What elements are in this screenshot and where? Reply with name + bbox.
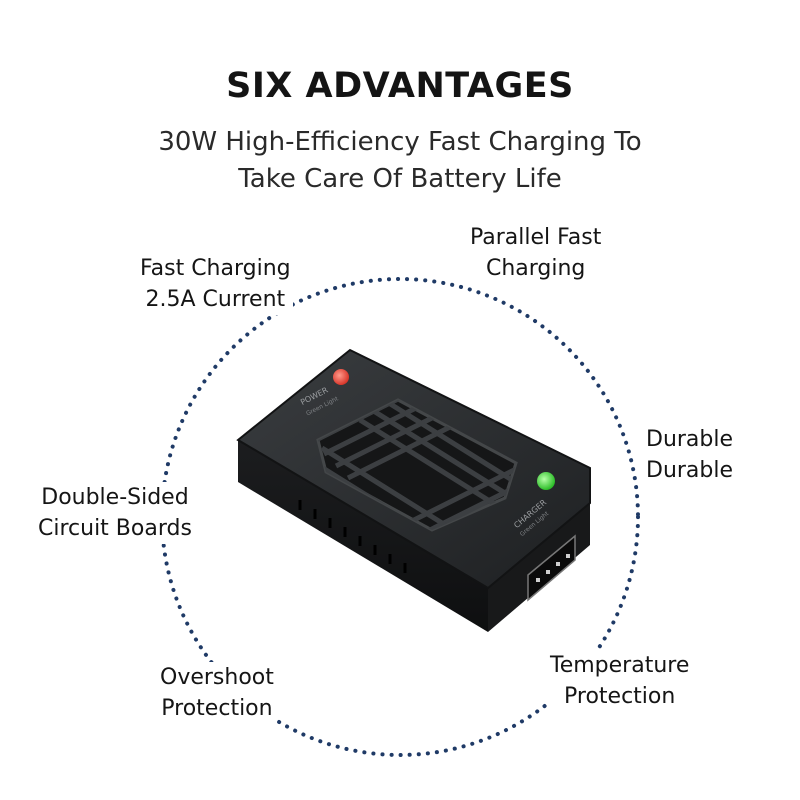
feature-double-sided-boards: Double-Sided Circuit Boards (36, 482, 194, 544)
feature-line: Durable (646, 427, 734, 452)
charger-led (537, 472, 555, 490)
feature-line: Circuit Boards (38, 516, 192, 541)
feature-parallel-charging: Parallel Fast Charging (468, 222, 604, 284)
feature-line: Protection (564, 684, 676, 709)
feature-line: Durable (646, 458, 734, 483)
page-title: SIX ADVANTAGES (226, 66, 574, 106)
feature-line: Overshoot (160, 665, 274, 690)
feature-line: 2.5A Current (145, 287, 286, 312)
feature-line: Double-Sided (41, 485, 189, 510)
subtitle-line-2: Take Care Of Battery Life (238, 164, 562, 194)
feature-line: Fast Charging (140, 256, 291, 281)
feature-durable: Durable Durable (644, 424, 736, 486)
feature-overshoot-protection: Overshoot Protection (158, 662, 276, 724)
feature-line: Charging (485, 256, 586, 281)
power-led (333, 369, 349, 385)
feature-fast-charging: Fast Charging 2.5A Current (138, 253, 293, 315)
port-pins (536, 554, 570, 582)
feature-line: Protection (161, 696, 273, 721)
feature-line: Temperature (550, 653, 690, 678)
feature-temperature-protection: Temperature Protection (548, 650, 692, 712)
device-side-face (238, 440, 488, 632)
balance-port (527, 534, 576, 602)
side-vent-slits (298, 500, 407, 573)
page-subtitle: 30W High-Efficiency Fast Charging To Tak… (0, 124, 800, 198)
feature-line: Parallel Fast (470, 225, 602, 250)
subtitle-line-1: 30W High-Efficiency Fast Charging To (158, 127, 642, 157)
